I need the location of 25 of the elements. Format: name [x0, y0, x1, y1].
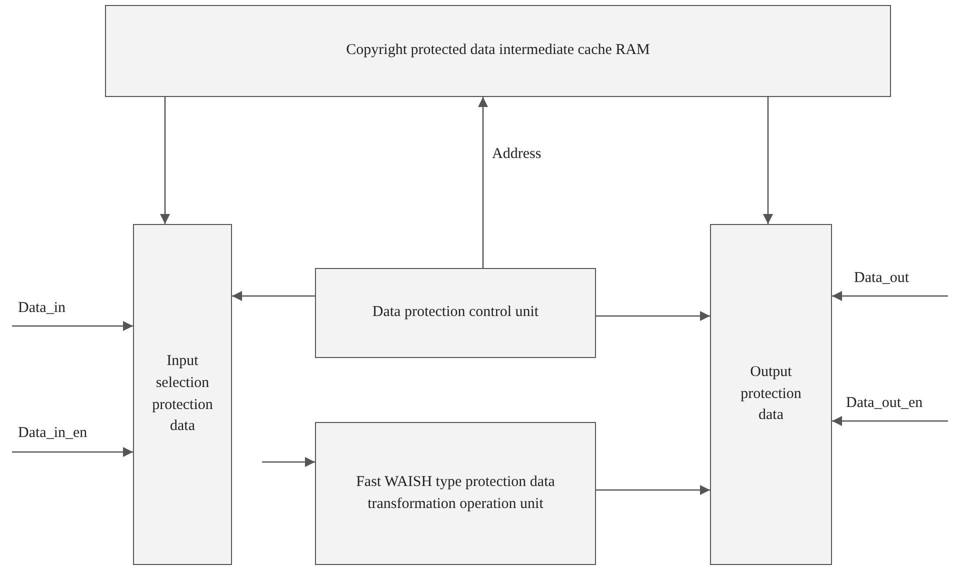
- process-box: [710, 224, 832, 565]
- arrow: [596, 485, 710, 495]
- arrow: [763, 97, 773, 224]
- arrow: [262, 457, 315, 467]
- box-label: Copyright protected data intermediate cache RAM: [345, 41, 651, 60]
- process-box: [133, 224, 232, 565]
- process-box: [315, 422, 596, 565]
- arrow: [478, 97, 488, 268]
- arrow: [12, 447, 133, 457]
- box-label: Output protection data: [740, 362, 802, 426]
- arrow: [12, 321, 133, 331]
- arrow: [832, 416, 948, 426]
- box-label: Fast WAISH type protection data transformation operation unit: [355, 472, 556, 514]
- box-label: Data protection control unit: [371, 303, 540, 322]
- signal-label: Data_in_en: [16, 425, 90, 442]
- arrow: [832, 291, 948, 301]
- arrow: [160, 97, 170, 224]
- box-label: Input selection protection data: [151, 352, 214, 436]
- signal-label: Data_in: [16, 300, 68, 317]
- process-box: [105, 5, 891, 97]
- arrow: [232, 291, 315, 301]
- signal-label: Data_out_en: [844, 395, 925, 412]
- signal-label: Data_out: [852, 270, 911, 287]
- process-box: [315, 268, 596, 358]
- arrow: [596, 311, 710, 321]
